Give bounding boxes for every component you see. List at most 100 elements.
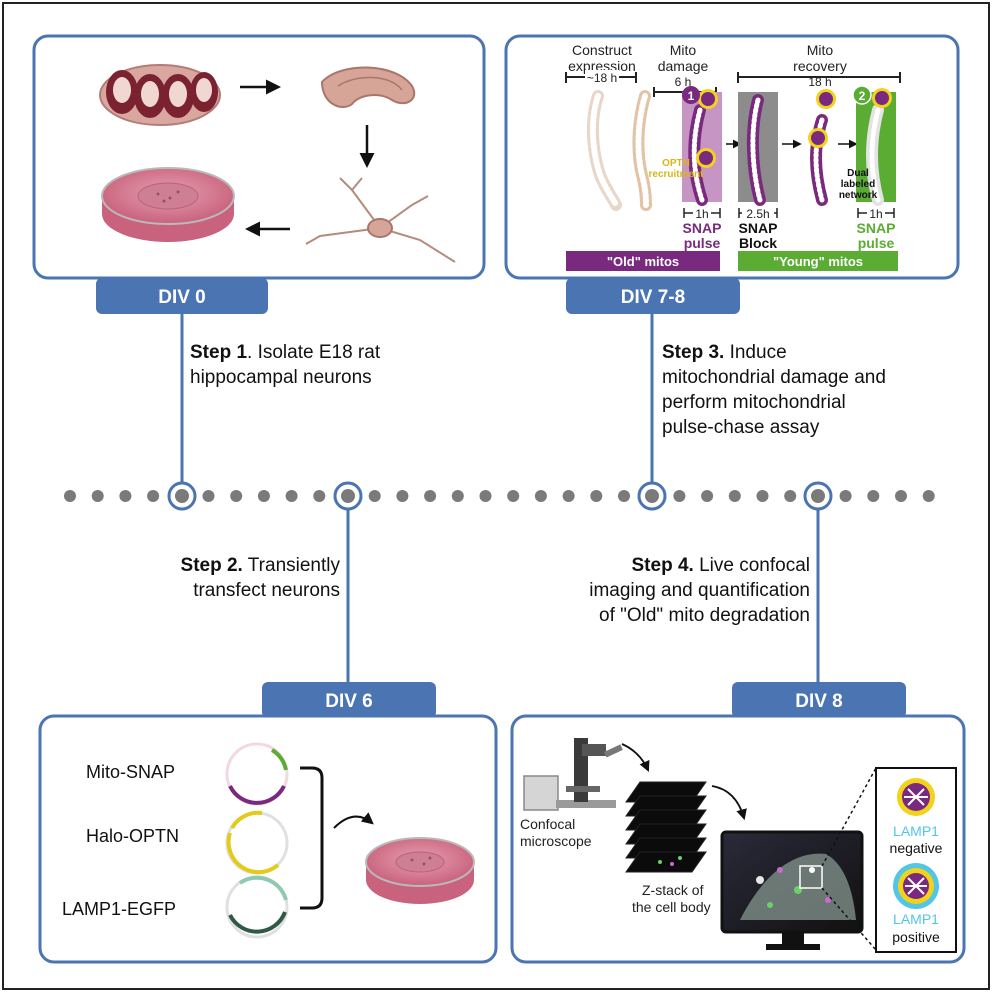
plasmid-label-mito-snap: Mito-SNAP <box>86 762 175 782</box>
neuron-icon <box>305 177 456 263</box>
lamp-positive-label-1: LAMP1 <box>893 911 939 927</box>
plasmid-mito-snap-icon <box>225 742 289 806</box>
lamp-negative-label-2: negative <box>890 840 943 856</box>
monitor-icon <box>720 830 864 950</box>
plasmid-bracket <box>300 766 324 910</box>
optn-label-2: recruitment <box>648 169 704 180</box>
pulse1-label-2: pulse <box>684 235 721 251</box>
embryos-icon <box>99 64 221 126</box>
lamp-negative-label-1: LAMP1 <box>893 823 939 839</box>
step3-line3: perform mitochondrial <box>662 392 846 413</box>
construct-label-1: Construct <box>572 42 632 58</box>
mito-unlabeled-1 <box>586 90 622 211</box>
timeline-dot <box>728 490 741 502</box>
timeline-dot <box>922 490 935 502</box>
svg-text:Step 4. Live confocal: Step 4. Live confocal <box>632 555 811 576</box>
timeline-dot <box>91 490 104 502</box>
timeline-dot <box>368 490 381 502</box>
connector-lines <box>180 312 820 686</box>
timeline-dot <box>839 490 852 502</box>
badge-2-text: 2 <box>859 89 866 103</box>
step2-line1: Transiently <box>243 555 341 576</box>
zstack-arrow <box>711 785 747 821</box>
timeline-dot <box>424 490 437 502</box>
block-label-2: Block <box>739 235 777 251</box>
old-mitos-label: "Old" mitos <box>607 254 679 269</box>
badge-2 <box>852 85 872 105</box>
svg-text:Step 2. Transiently: Step 2. Transiently <box>181 555 341 576</box>
microscope-arrow <box>621 743 650 772</box>
timeline-dot <box>396 490 409 502</box>
step3-text: Step 3. Induce mitochondrial damage and … <box>662 342 886 438</box>
damage-duration: 6 h <box>675 75 692 89</box>
timeline-dot <box>147 490 160 502</box>
lamp-positive-label-2: positive <box>892 929 940 945</box>
step4-bold: Step 4. <box>632 555 694 576</box>
timeline-dot <box>534 490 547 502</box>
timeline-marker-cores <box>175 489 825 503</box>
pulse2-label-2: pulse <box>858 235 895 251</box>
zstack-label-1: Z-stack of <box>642 882 704 898</box>
stage-text-div6: DIV 6 <box>325 691 373 712</box>
plasmid-label-halo-optn: Halo-OPTN <box>86 826 179 846</box>
old-mitos-bar <box>566 251 720 271</box>
svg-text:Step 3. Induce: Step 3. Induce <box>662 342 787 363</box>
lamp-inset: LAMP1 negative LAMP1 positive <box>875 767 957 953</box>
hippocampus-icon <box>320 66 416 109</box>
damage-label-2: damage <box>658 58 709 74</box>
panel-div6: Mito-SNAP Halo-OPTN LAMP1-EGFP <box>38 714 498 964</box>
timeline-dot <box>479 490 492 502</box>
timeline-dot <box>618 490 630 502</box>
mito-unlabeled-2 <box>632 90 652 211</box>
plasmid-halo-optn-icon <box>225 810 289 875</box>
step4-line2: imaging and quantification <box>589 580 810 601</box>
timeline-dot <box>784 490 797 502</box>
stage-label-div0: DIV 0 <box>96 278 268 314</box>
step1-text: Step 1. Isolate E18 rat hippocampal neur… <box>190 342 381 388</box>
plasmid-lamp1-egfp-icon <box>225 875 289 939</box>
step1-line1: . Isolate E18 rat <box>247 342 381 363</box>
recovery-label-2: recovery <box>793 58 847 74</box>
timeline-dot <box>562 490 575 502</box>
step3-line2: mitochondrial damage and <box>662 367 886 388</box>
young-mitos-bar <box>738 251 898 271</box>
dual-label-2: labeled <box>841 179 875 190</box>
timeline-dot <box>451 490 464 502</box>
timeline-dot <box>673 490 686 502</box>
step2-line2: transfect neurons <box>193 580 340 601</box>
culture-dish-div6-icon <box>365 837 475 904</box>
timeline-dot <box>257 490 270 502</box>
stage-text-div8: DIV 8 <box>795 691 843 712</box>
timeline-dot <box>701 490 714 502</box>
stage-label-div78: DIV 7-8 <box>566 278 740 314</box>
stage-text-div0: DIV 0 <box>158 287 206 308</box>
microscope-label-1: Confocal <box>520 816 575 832</box>
dual-label-3: network <box>839 190 878 201</box>
pulse2-label-1: SNAP <box>857 220 896 236</box>
pulse1-duration: 1h <box>695 207 708 221</box>
plasmid-label-lamp1-egfp: LAMP1-EGFP <box>62 899 176 919</box>
timeline-dot <box>285 490 298 502</box>
panel-div0 <box>32 34 486 280</box>
construct-duration: ~18 h <box>587 71 617 85</box>
transfect-arrow <box>333 812 374 829</box>
svg-text:Step 1. Isolate E18 rat: Step 1. Isolate E18 rat <box>190 342 381 363</box>
recovery-duration: 18 h <box>808 75 831 89</box>
timeline-dot <box>867 490 880 502</box>
optn-label-1: OPTN <box>662 158 690 169</box>
timeline-dot <box>119 490 132 502</box>
step2-bold: Step 2. <box>181 555 243 576</box>
timeline-dot <box>895 490 907 502</box>
young-mitos-label: "Young" mitos <box>773 254 863 269</box>
block-label-1: SNAP <box>739 220 778 236</box>
timeline-dot <box>202 490 215 502</box>
step3-bold: Step 3. <box>662 342 724 363</box>
microscope-icon <box>523 738 623 811</box>
panel-div78: Construct expression ~18 h Mito damage 6… <box>504 34 960 280</box>
recovery-bracket <box>737 72 901 83</box>
stage-label-div6: DIV 6 <box>262 682 436 718</box>
timeline-dot <box>313 490 326 502</box>
damage-label-1: Mito <box>670 42 697 58</box>
